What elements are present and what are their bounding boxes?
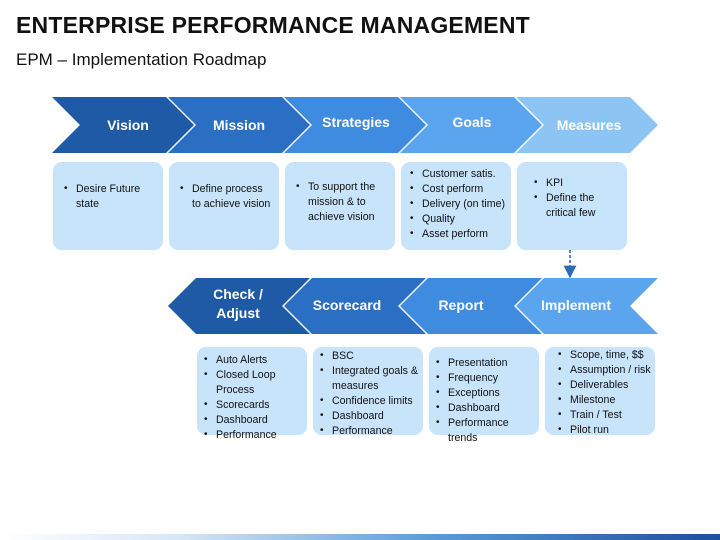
list-item: KPI [531, 176, 621, 191]
chevron-label-check: Check /Adjust [213, 286, 263, 321]
list-item: Customer satis. [407, 167, 507, 182]
list-item: To support the mission & to achieve visi… [293, 180, 389, 225]
list-item: Integrated goals & measures [317, 364, 421, 394]
card-report: Presentation Frequency Exceptions Dashbo… [429, 347, 539, 444]
chevron-measures[interactable] [516, 97, 658, 153]
chevron-label-implement: Implement [541, 297, 611, 313]
list-item: Dashboard [317, 409, 421, 424]
chevron-scorecard[interactable] [284, 278, 426, 334]
list-item: Scope, time, $$ [555, 348, 653, 363]
chevron-label-measures: Measures [557, 117, 622, 133]
chevron-vision[interactable] [52, 97, 194, 153]
list-item: Asset perform [407, 227, 507, 242]
card-check-adjust: Auto Alerts Closed Loop Process Scorecar… [197, 347, 307, 442]
list-item: Delivery (on time) [407, 197, 507, 212]
card-goals: Customer satis. Cost perform Delivery (o… [401, 162, 511, 250]
list-item: Confidence limits [317, 394, 421, 409]
list-item: Quality [407, 212, 507, 227]
list-item: Closed Loop Process [201, 368, 305, 398]
chevron-label-vision: Vision [107, 117, 149, 133]
card-mission: Define process to achieve vision [169, 162, 279, 250]
list-item: BSC [317, 349, 421, 364]
page-title: ENTERPRISE PERFORMANCE MANAGEMENT [16, 12, 530, 38]
chevron-label-goals: Goals [453, 114, 492, 130]
chevron-implement[interactable] [516, 278, 658, 334]
list-item: Presentation [433, 356, 537, 371]
list-item: Auto Alerts [201, 353, 305, 368]
list-item: Performance [201, 428, 305, 443]
list-item: Dashboard [201, 413, 305, 428]
list-item: Exceptions [433, 386, 537, 401]
list-item: Define the critical few [531, 191, 621, 221]
chevron-label-strategies: Strategies [322, 114, 390, 130]
list-item: Define process to achieve vision [177, 182, 273, 212]
list-item: Train / Test [555, 408, 653, 423]
chevron-strategies[interactable] [284, 97, 426, 153]
card-implement: Scope, time, $$ Assumption / risk Delive… [545, 347, 655, 438]
footer-gradient-bar [0, 534, 720, 540]
chevron-label-scorecard: Scorecard [313, 297, 381, 313]
card-measures: KPI Define the critical few [517, 162, 627, 250]
chevron-report[interactable] [400, 278, 542, 334]
list-item: Cost perform [407, 182, 507, 197]
list-item: Scorecards [201, 398, 305, 413]
list-item: Pilot run [555, 423, 653, 438]
list-item: Deliverables [555, 378, 653, 393]
list-item: Performance [317, 424, 421, 439]
list-item: Milestone [555, 393, 653, 408]
chevron-mission[interactable] [168, 97, 310, 153]
chevron-label-report: Report [438, 297, 483, 313]
card-strategies: To support the mission & to achieve visi… [285, 162, 395, 250]
chevron-check-adjust[interactable] [168, 278, 310, 334]
list-item: Desire Future state [61, 182, 157, 212]
chevron-goals[interactable] [400, 97, 542, 153]
card-vision: Desire Future state [53, 162, 163, 250]
list-item: Performance trends [433, 416, 537, 446]
list-item: Frequency [433, 371, 537, 386]
list-item: Assumption / risk [555, 363, 653, 378]
list-item: Dashboard [433, 401, 537, 416]
card-scorecard: BSC Integrated goals & measures Confiden… [313, 347, 423, 438]
page-subtitle: EPM – Implementation Roadmap [16, 50, 267, 69]
chevron-label-mission: Mission [213, 117, 265, 133]
